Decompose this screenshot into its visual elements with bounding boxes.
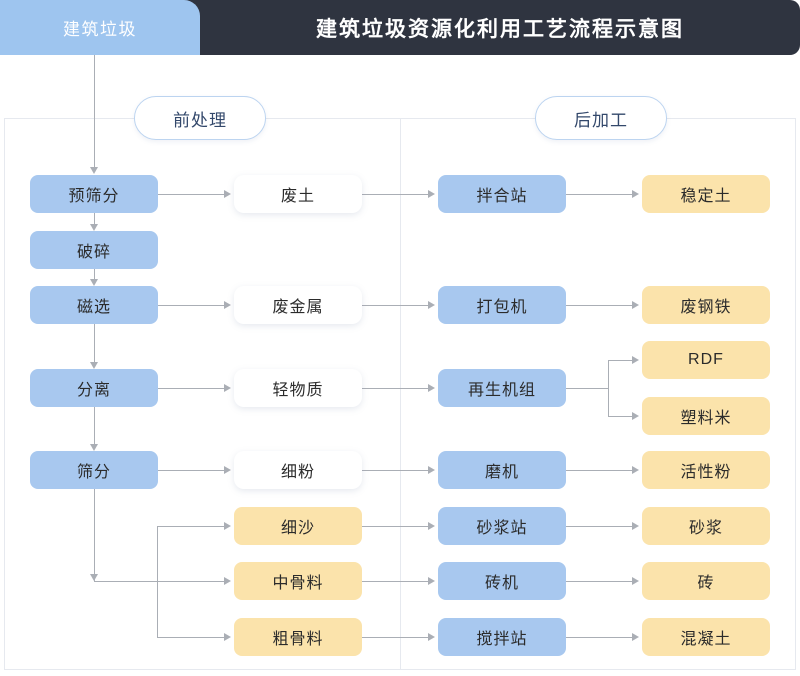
node-fine-sand[interactable]: 细沙 — [234, 507, 362, 545]
arrowhead-magnetic-to-wastemetal — [224, 301, 231, 309]
arrowhead-crush-to-magnetic — [90, 279, 98, 286]
connector-wastesoil-to-mixstation — [362, 194, 428, 195]
panel-vertical-divider — [400, 118, 401, 670]
node-screening[interactable]: 筛分 — [30, 451, 158, 489]
connector-mill-to-activepow — [566, 470, 632, 471]
connector-bus-to-coarseagg — [157, 637, 224, 638]
connector-magnetic-to-wastemetal — [158, 305, 224, 306]
node-brick-machine[interactable]: 砖机 — [438, 562, 566, 600]
arrowhead-mixstation-to-stabsoil — [632, 190, 639, 198]
node-batching-plant[interactable]: 搅拌站 — [438, 618, 566, 656]
node-scrap-steel[interactable]: 废钢铁 — [642, 286, 770, 324]
node-pre-screen[interactable]: 预筛分 — [30, 175, 158, 213]
stage-label-pre-process[interactable]: 前处理 — [134, 96, 266, 140]
node-mill[interactable]: 磨机 — [438, 451, 566, 489]
connector-source-to-prescreen — [94, 55, 95, 167]
arrowhead-magnetic-to-separate — [90, 362, 98, 369]
node-light-material[interactable]: 轻物质 — [234, 369, 362, 407]
connector-bus-to-midagg — [157, 581, 224, 582]
connector-separate-to-lightmat — [158, 388, 224, 389]
stage-label-post-process[interactable]: 后加工 — [535, 96, 667, 140]
arrowhead-separate-to-lightmat — [224, 384, 231, 392]
node-concrete[interactable]: 混凝土 — [642, 618, 770, 656]
connector-coarseagg-to-batchplant — [362, 637, 428, 638]
node-mixing-station[interactable]: 拌合站 — [438, 175, 566, 213]
connector-baler-to-scrapsteel — [566, 305, 632, 306]
node-separation[interactable]: 分离 — [30, 369, 158, 407]
connector-regen-to-plasticrice — [608, 416, 632, 417]
arrowhead-regen-to-rdf — [632, 356, 639, 364]
connector-mortarplant-to-mortar — [566, 526, 632, 527]
node-magnetic-separation[interactable]: 磁选 — [30, 286, 158, 324]
connector-regen-split-vertical — [608, 360, 609, 416]
arrowhead-prescreen-to-crush — [90, 224, 98, 231]
connector-midagg-to-brickmachine — [362, 581, 428, 582]
node-crush[interactable]: 破碎 — [30, 231, 158, 269]
page-title: 建筑垃圾资源化利用工艺流程示意图 — [316, 17, 684, 41]
connector-bus-to-finesand — [157, 526, 224, 527]
arrowhead-screen-to-aggregate-bus — [90, 574, 98, 581]
arrowhead-midagg-to-brickmachine — [428, 577, 435, 585]
connector-brickmachine-to-brick — [566, 581, 632, 582]
connector-lightmat-to-regenunit — [362, 388, 428, 389]
connector-bus-feed-midagg — [94, 581, 158, 582]
node-mortar-plant[interactable]: 砂浆站 — [438, 507, 566, 545]
arrowhead-separate-to-screen — [90, 444, 98, 451]
arrowhead-finepowder-to-mill — [428, 466, 435, 474]
arrowhead-lightmat-to-regenunit — [428, 384, 435, 392]
arrowhead-wastesoil-to-mixstation — [428, 190, 435, 198]
connector-wastemetal-to-baler — [362, 305, 428, 306]
arrowhead-finesand-to-mortarplant — [428, 522, 435, 530]
node-waste-soil[interactable]: 废土 — [234, 175, 362, 213]
connector-crush-to-magnetic — [94, 268, 95, 283]
arrowhead-source-to-prescreen — [90, 167, 98, 174]
arrowhead-prescreen-to-wastesoil — [224, 190, 231, 198]
arrowhead-bus-to-coarseagg — [224, 633, 231, 641]
node-coarse-aggregate[interactable]: 粗骨料 — [234, 618, 362, 656]
connector-screen-to-aggregate-bus — [94, 489, 95, 581]
node-mortar[interactable]: 砂浆 — [642, 507, 770, 545]
node-regeneration-unit[interactable]: 再生机组 — [438, 369, 566, 407]
arrowhead-screen-to-finepowder — [224, 466, 231, 474]
node-brick[interactable]: 砖 — [642, 562, 770, 600]
node-medium-aggregate[interactable]: 中骨料 — [234, 562, 362, 600]
node-stabilized-soil[interactable]: 稳定土 — [642, 175, 770, 213]
arrowhead-baler-to-scrapsteel — [632, 301, 639, 309]
arrowhead-mortarplant-to-mortar — [632, 522, 639, 530]
arrowhead-regen-to-plasticrice — [632, 412, 639, 420]
connector-screen-to-finepowder — [158, 470, 224, 471]
node-baler[interactable]: 打包机 — [438, 286, 566, 324]
connector-separate-to-screen — [94, 407, 95, 449]
connector-regen-to-rdf — [608, 360, 632, 361]
source-tab-construction-waste[interactable]: 建筑垃圾 — [0, 0, 200, 55]
arrowhead-brickmachine-to-brick — [632, 577, 639, 585]
node-fine-powder[interactable]: 细粉 — [234, 451, 362, 489]
connector-finepowder-to-mill — [362, 470, 428, 471]
connector-batchplant-to-concrete — [566, 637, 632, 638]
node-waste-metal[interactable]: 废金属 — [234, 286, 362, 324]
node-active-powder[interactable]: 活性粉 — [642, 451, 770, 489]
node-rdf[interactable]: RDF — [642, 341, 770, 379]
connector-mixstation-to-stabsoil — [566, 194, 632, 195]
connector-magnetic-to-separate — [94, 324, 95, 366]
connector-prescreen-to-wastesoil — [158, 194, 224, 195]
connector-prescreen-to-crush — [94, 213, 95, 228]
connector-regenunit-stub — [566, 388, 609, 389]
arrowhead-wastemetal-to-baler — [428, 301, 435, 309]
arrowhead-bus-to-finesand — [224, 522, 231, 530]
arrowhead-coarseagg-to-batchplant — [428, 633, 435, 641]
connector-finesand-to-mortarplant — [362, 526, 428, 527]
arrowhead-batchplant-to-concrete — [632, 633, 639, 641]
arrowhead-mill-to-activepow — [632, 466, 639, 474]
arrowhead-bus-to-midagg — [224, 577, 231, 585]
node-plastic-pellet[interactable]: 塑料米 — [642, 397, 770, 435]
